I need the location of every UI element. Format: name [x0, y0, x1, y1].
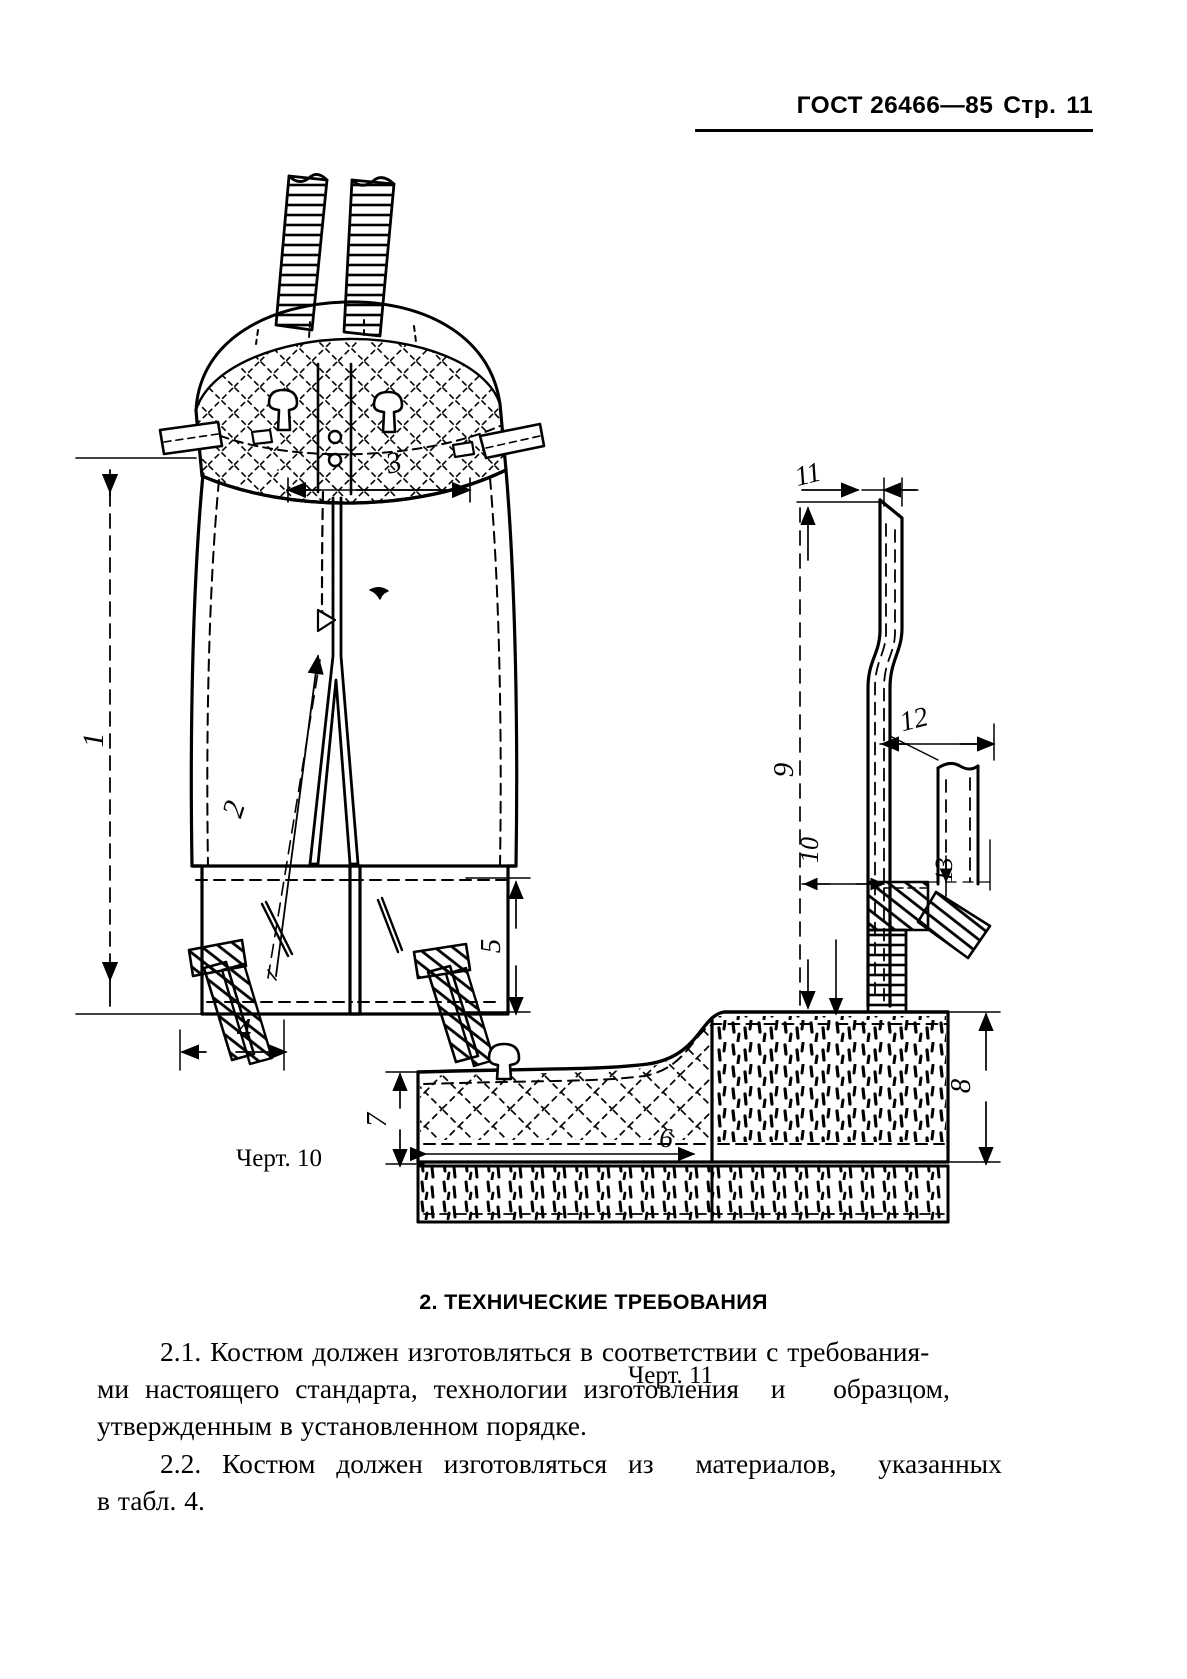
paragraph-2-1-line-2: ми настоящего стандарта, технологии изго… — [97, 1373, 950, 1404]
dimension-7 — [385, 1071, 425, 1168]
paragraph-2-1: 2.1. Костюм должен изготовляться в соотв… — [97, 1333, 1097, 1444]
header-rule — [695, 129, 1093, 132]
fig10-dim-2-label: 2 — [216, 797, 252, 821]
page-label: Стр. — [1003, 92, 1057, 119]
fig10-dim-3-label: 3 — [381, 445, 405, 481]
dimension-13 — [911, 839, 993, 897]
vertical-strap — [866, 498, 904, 1008]
cuff-ties — [187, 896, 496, 1068]
fly-detail — [316, 490, 389, 633]
dimension-3 — [286, 477, 472, 503]
figure-11-caption: Черт. 11 — [628, 1362, 714, 1389]
technical-drawings: 1 2 3 — [75, 173, 1001, 1224]
dimension-11 — [796, 477, 919, 507]
paragraph-2-2-line-2: в табл. 4. — [97, 1485, 205, 1516]
paragraph-2-2: 2.2. Костюм должен изготовляться из мате… — [97, 1445, 1097, 1519]
boot-section — [416, 1010, 950, 1224]
fig11-dim-10-label: 10 — [795, 837, 824, 863]
dimension-4 — [179, 1019, 288, 1071]
header-line: ГОСТ 26466—85 Стр. 11 — [797, 92, 1093, 120]
fig11-dim-7-label: 7 — [361, 1111, 393, 1127]
dimension-1 — [75, 457, 203, 1015]
suspender-straps — [274, 173, 396, 338]
left-leg — [189, 472, 362, 1016]
fig10-dim-1-label: 1 — [77, 733, 110, 748]
section-title: 2. ТЕХНИЧЕСКИЕ ТРЕБОВАНИЯ — [419, 1290, 768, 1314]
figure-11-sections: 11 9 10 — [361, 457, 1001, 1224]
paragraph-2-1-line-1: 2.1. Костюм должен изготовляться в соотв… — [160, 1336, 930, 1367]
fig11-dim-6-label: 6 — [659, 1123, 673, 1153]
dimension-8 — [949, 1011, 1001, 1166]
figure-10-trousers: 1 2 3 — [75, 173, 546, 1071]
fig11-dim-8-label: 8 — [945, 1078, 977, 1093]
dimension-2 — [267, 469, 324, 981]
webbing-tail — [916, 890, 992, 960]
lower-webbing — [866, 928, 908, 1014]
fig11-dim-13-label: 13 — [931, 858, 958, 883]
figures-area: 1 2 3 — [0, 140, 1187, 1389]
fig11-dim-12-label: 12 — [897, 701, 932, 738]
fig11-dim-11-label: 11 — [792, 457, 825, 493]
paragraph-2-1-line-3: утвержденным в установленном порядке. — [97, 1410, 587, 1441]
body-text: 2.1. Костюм должен изготовляться в соотв… — [97, 1333, 1097, 1520]
standard-number: ГОСТ 26466—85 — [796, 92, 994, 119]
right-leg — [348, 468, 519, 1016]
dimension-9 — [799, 506, 816, 1010]
fig10-dim-4-label: 4 — [237, 1013, 252, 1045]
page-number: 11 — [1066, 92, 1093, 119]
dimension-12 — [879, 723, 996, 761]
page-header: ГОСТ 26466—85 Стр. 11 — [0, 92, 1187, 138]
dimension-5 — [465, 877, 531, 1016]
figure-10-caption: Черт. 10 — [236, 1145, 323, 1172]
fig11-dim-9-label: 9 — [768, 762, 800, 777]
waistband — [158, 319, 546, 505]
waist-buttons — [267, 388, 404, 434]
inseam — [308, 496, 360, 866]
paragraph-2-2-line-1: 2.2. Костюм должен изготовляться из мате… — [160, 1448, 1002, 1479]
fig10-dim-5-label: 5 — [475, 939, 507, 954]
